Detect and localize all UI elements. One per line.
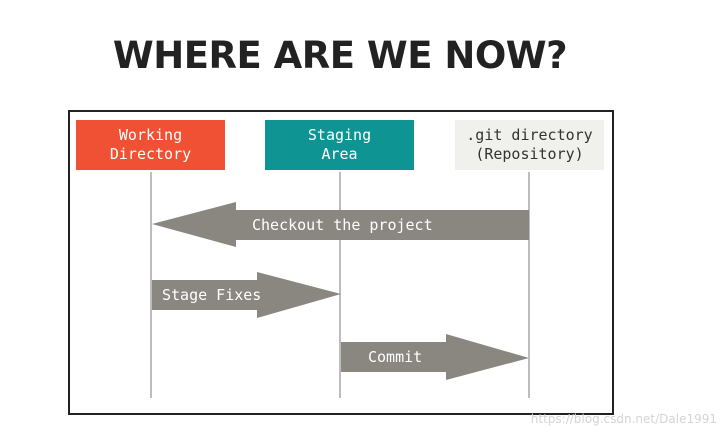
- watermark: https://blog.csdn.net/Dale1991: [530, 412, 717, 426]
- slide-title: WHERE ARE WE NOW?: [112, 34, 568, 77]
- stage-fixes-arrow-label: Stage Fixes: [162, 286, 261, 304]
- commit-arrow: Commit: [341, 334, 529, 380]
- working-directory-box: Working Directory: [76, 120, 225, 170]
- git-directory-box: .git directory (Repository): [455, 120, 604, 170]
- commit-arrow-label: Commit: [368, 348, 422, 366]
- staging-area-lifeline: [339, 172, 341, 398]
- git-directory-lifeline: [528, 172, 530, 398]
- git-workflow-diagram: Working Directory Staging Area .git dire…: [68, 110, 614, 415]
- staging-area-box: Staging Area: [265, 120, 414, 170]
- checkout-arrow-shape: [152, 202, 529, 247]
- stage-fixes-arrow-shape: [152, 272, 341, 318]
- working-directory-lifeline: [150, 172, 152, 398]
- checkout-arrow: Checkout the project: [152, 202, 529, 247]
- checkout-arrow-label: Checkout the project: [252, 216, 433, 234]
- commit-arrow-shape: [341, 334, 529, 380]
- stage-fixes-arrow: Stage Fixes: [152, 272, 341, 318]
- arrows-layer: Checkout the project Stage Fixes Commit: [152, 202, 529, 380]
